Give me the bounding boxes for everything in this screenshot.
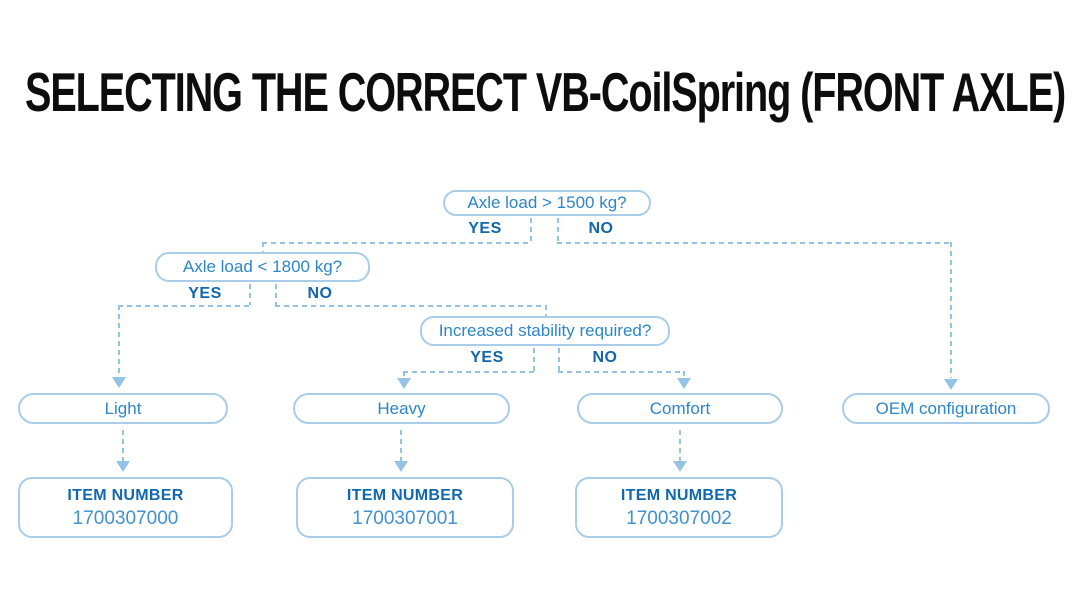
connector-q2-no-horizontal [275,305,546,307]
arrow-down-icon-heavy [397,378,411,389]
arrow-down-icon-item-heavy [394,461,408,472]
result-label: OEM configuration [875,398,1017,418]
item-number-value: 1700307000 [72,508,179,529]
connector-heavy-item [400,430,402,462]
decision-label-yes-2: YES [188,285,222,302]
connector-q3-yes-drop [403,371,405,378]
connector-q3-no-horizontal [558,371,684,373]
connector-comfort-item [679,430,681,462]
item-number-box-light: ITEM NUMBER 1700307000 [18,477,233,538]
question-node-axle-load-1500: Axle load > 1500 kg? [443,190,651,216]
arrow-down-icon-item-light [116,461,130,472]
connector-q3-no-drop [683,371,685,378]
item-number-heading: ITEM NUMBER [346,487,464,504]
decision-label-no-1: NO [588,220,614,237]
question-label: Axle load < 1800 kg? [182,257,343,276]
arrow-down-icon-item-comfort [673,461,687,472]
arrow-down-icon-comfort [677,378,691,389]
connector-stub-q2-yes [249,284,251,305]
connector-q1-no-drop [950,242,952,378]
connector-stub-q1-no [557,218,559,242]
connector-q2-yes-drop [118,305,120,376]
connector-stub-q3-yes [533,348,535,371]
item-number-box-heavy: ITEM NUMBER 1700307001 [296,477,514,538]
connector-stub-q2-no [275,284,277,305]
decision-label-yes-3: YES [470,349,504,366]
item-number-value: 1700307002 [626,508,732,529]
connector-q3-yes-horizontal [403,371,535,373]
arrow-down-icon-light [112,377,126,388]
item-number-box-comfort: ITEM NUMBER 1700307002 [575,477,783,538]
item-number-heading: ITEM NUMBER [620,487,738,504]
connector-q1-yes-drop [262,242,264,252]
arrow-down-icon-oem [944,379,958,390]
item-number-heading: ITEM NUMBER [67,487,184,504]
result-label: Comfort [649,398,711,418]
question-node-increased-stability: Increased stability required? [420,316,670,346]
connector-q1-no-horizontal [557,242,951,244]
question-node-axle-load-1800: Axle load < 1800 kg? [155,252,370,282]
decision-label-yes-1: YES [468,220,502,237]
decision-label-no-3: NO [592,349,618,366]
result-label: Heavy [377,398,426,418]
result-label: Light [104,398,142,418]
connector-stub-q3-no [558,348,560,371]
result-node-light: Light [18,393,228,424]
item-number-value: 1700307001 [352,508,458,529]
page-title: SELECTING THE CORRECT VB-CoilSpring (FRO… [25,61,1066,123]
result-node-heavy: Heavy [293,393,510,424]
connector-stub-q1-yes [530,218,532,242]
connector-q2-no-drop [545,305,547,316]
connector-q1-yes-horizontal [262,242,531,244]
question-label: Axle load > 1500 kg? [467,193,627,212]
decision-label-no-2: NO [307,285,333,302]
result-node-comfort: Comfort [577,393,783,424]
connector-q2-yes-horizontal [118,305,251,307]
question-label: Increased stability required? [438,321,652,340]
result-node-oem-configuration: OEM configuration [842,393,1050,424]
connector-light-item [122,430,124,462]
